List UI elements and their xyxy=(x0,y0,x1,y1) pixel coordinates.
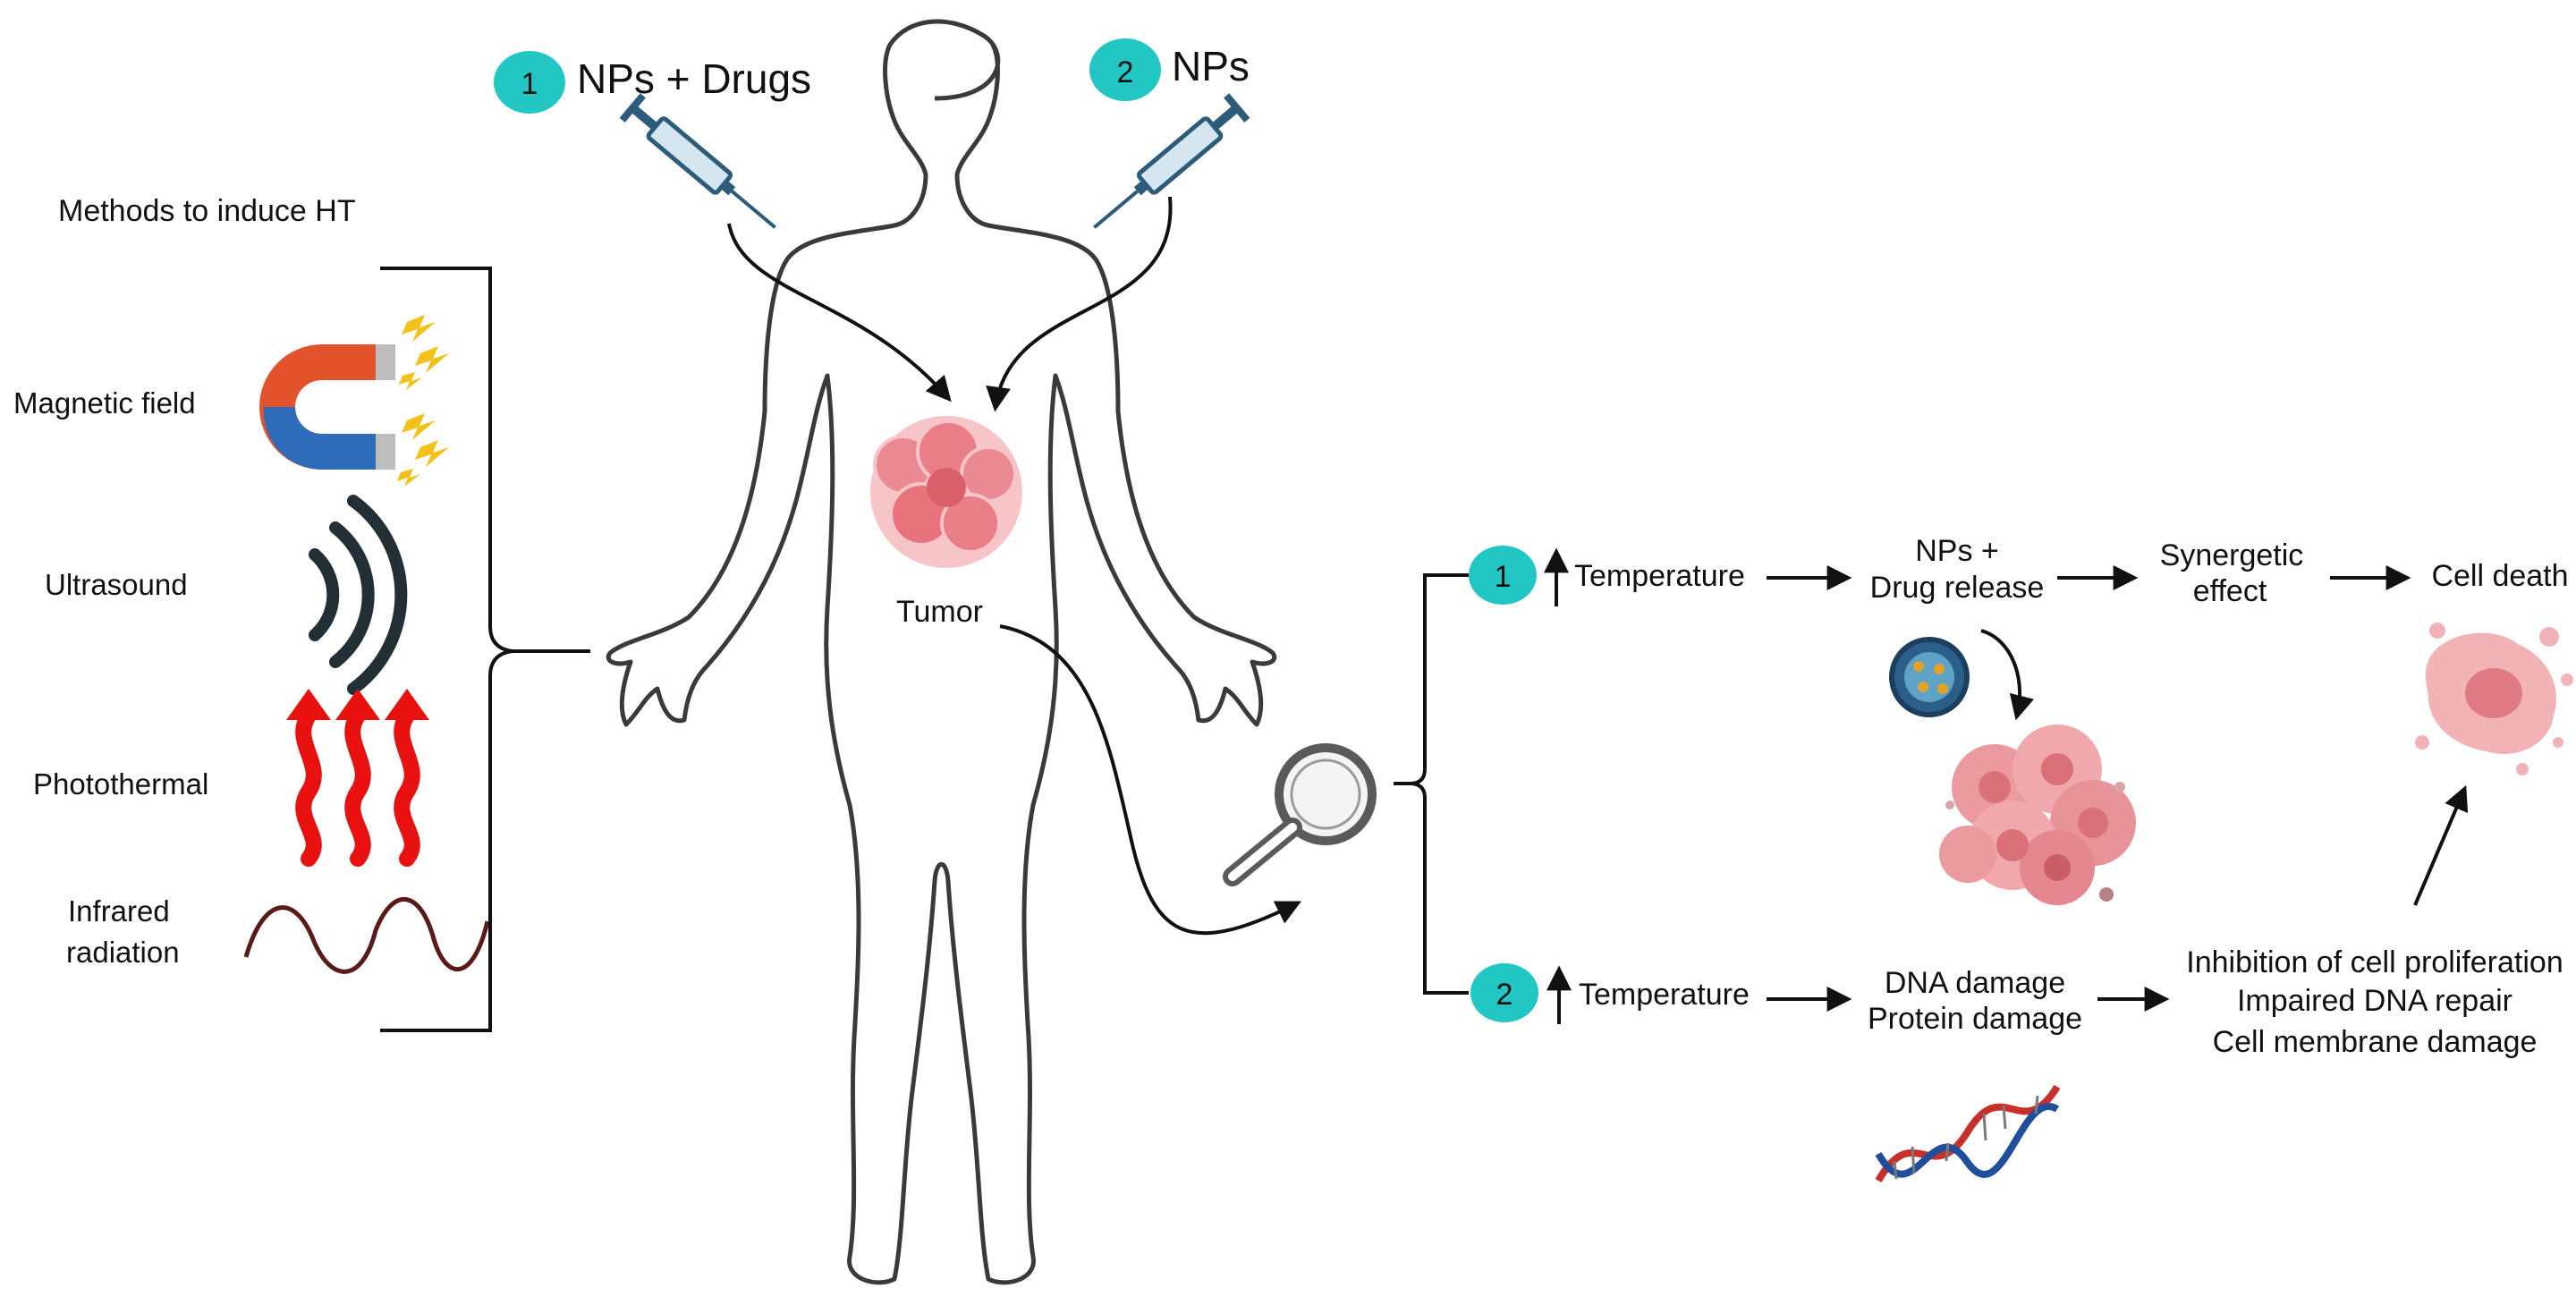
injection-badge-2: 2 xyxy=(1089,38,1161,101)
infrared-wave-icon xyxy=(243,897,490,974)
tumor-cells-icon xyxy=(1939,725,2136,905)
heat-waves-icon xyxy=(295,708,420,867)
methods-title: Methods to induce HT xyxy=(58,194,356,228)
infrared-label-line1: Infrared xyxy=(68,894,170,928)
pathway2-damage-line2: Protein damage xyxy=(1868,1002,2082,1036)
magnet-icon xyxy=(259,344,395,470)
heat-arrowheads xyxy=(286,689,429,720)
syringe-icon-left xyxy=(619,93,776,229)
human-body-outline xyxy=(606,19,1277,1285)
tumor-label: Tumor xyxy=(896,595,983,629)
pathway2-effect-line1: Inhibition of cell proliferation xyxy=(2186,945,2563,979)
svg-text:1: 1 xyxy=(1495,560,1512,594)
injection-label-nps-drugs: NPs + Drugs xyxy=(577,55,811,102)
svg-text:2: 2 xyxy=(1496,978,1513,1012)
svg-text:2: 2 xyxy=(1117,55,1134,89)
pathway1-release-line2: Drug release xyxy=(1870,571,2045,605)
pathway2-badge: 2 xyxy=(1470,963,1538,1022)
pathway2-effect-line2: Impaired DNA repair xyxy=(2237,984,2512,1018)
pathway1-cell-death: Cell death xyxy=(2431,559,2568,593)
arrow-np-to-tumor xyxy=(1980,629,2035,721)
ultrasound-label: Ultrasound xyxy=(45,568,188,601)
nanoparticle-icon xyxy=(1889,637,1970,717)
pathway2-temperature: Temperature xyxy=(1579,978,1750,1012)
pathway1-synergetic-line2: effect xyxy=(2193,574,2267,608)
ultrasound-icon xyxy=(309,495,408,695)
pathway1-badge: 1 xyxy=(1469,546,1537,605)
syringe-icon-right xyxy=(1093,93,1250,229)
photothermal-label: Photothermal xyxy=(33,767,208,801)
pathway1-release-line1: NPs + xyxy=(1915,534,1999,568)
injection-badge-1: 1 xyxy=(494,51,565,114)
dna-icon xyxy=(1875,1084,2061,1182)
arrow-tumor-to-magnifier xyxy=(999,624,1302,936)
arrow-to-cell-death xyxy=(2413,784,2469,906)
dead-cell-icon xyxy=(2415,623,2573,775)
methods-brace xyxy=(380,267,590,1032)
pathway2-effect-line3: Cell membrane damage xyxy=(2213,1025,2538,1059)
svg-text:1: 1 xyxy=(521,67,538,101)
pathway1-synergetic-line1: Synergetic xyxy=(2160,538,2304,572)
arrow-injection-right xyxy=(986,196,1173,412)
pathway-brace xyxy=(1394,573,1469,995)
pathway2-damage-line1: DNA damage xyxy=(1885,966,2065,1000)
magnifier-icon xyxy=(1223,743,1377,886)
infrared-label-line2: radiation xyxy=(66,936,180,969)
lightning-icon xyxy=(397,315,449,487)
pathway1-temperature: Temperature xyxy=(1574,559,1745,593)
tumor-icon xyxy=(870,416,1022,568)
magnetic-field-label: Magnetic field xyxy=(13,386,196,419)
arrow-injection-left xyxy=(727,223,952,403)
injection-label-nps: NPs xyxy=(1172,43,1250,89)
